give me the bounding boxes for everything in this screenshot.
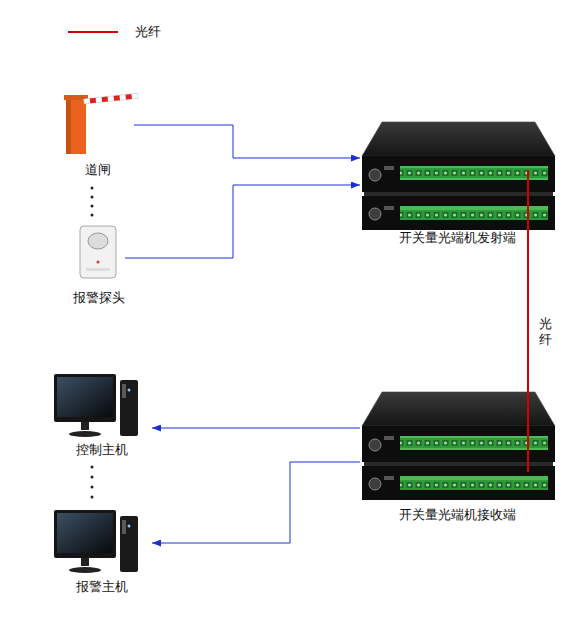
alarm-probe: 报警探头 [72, 222, 125, 280]
alarm-host: 报警主机 [52, 508, 152, 576]
node-label: 道闸 [85, 161, 111, 179]
node-label: 开关量光端机接收端 [399, 506, 516, 524]
signal-arrow [152, 428, 360, 429]
legend-text: 光纤 [135, 24, 161, 39]
signal-arrow [134, 125, 360, 158]
node-label: 控制主机 [76, 441, 128, 459]
node-label: 开关量光端机发射端 [399, 229, 516, 247]
signal-arrow [152, 462, 360, 543]
legend-entry: 光纤 [135, 24, 161, 40]
fiber-line [527, 230, 529, 392]
control-host: 控制主机 [52, 372, 152, 440]
barrier-gate: 道闸 [62, 92, 134, 154]
edge-label: 光纤 [539, 316, 553, 348]
signal-arrow [125, 185, 360, 258]
node-label: 报警主机 [76, 578, 128, 596]
optical-receiver: 开关量光端机接收端 [360, 392, 555, 500]
optical-transmitter: 开关量光端机发射端 [360, 122, 555, 230]
node-label: 报警探头 [73, 289, 125, 307]
